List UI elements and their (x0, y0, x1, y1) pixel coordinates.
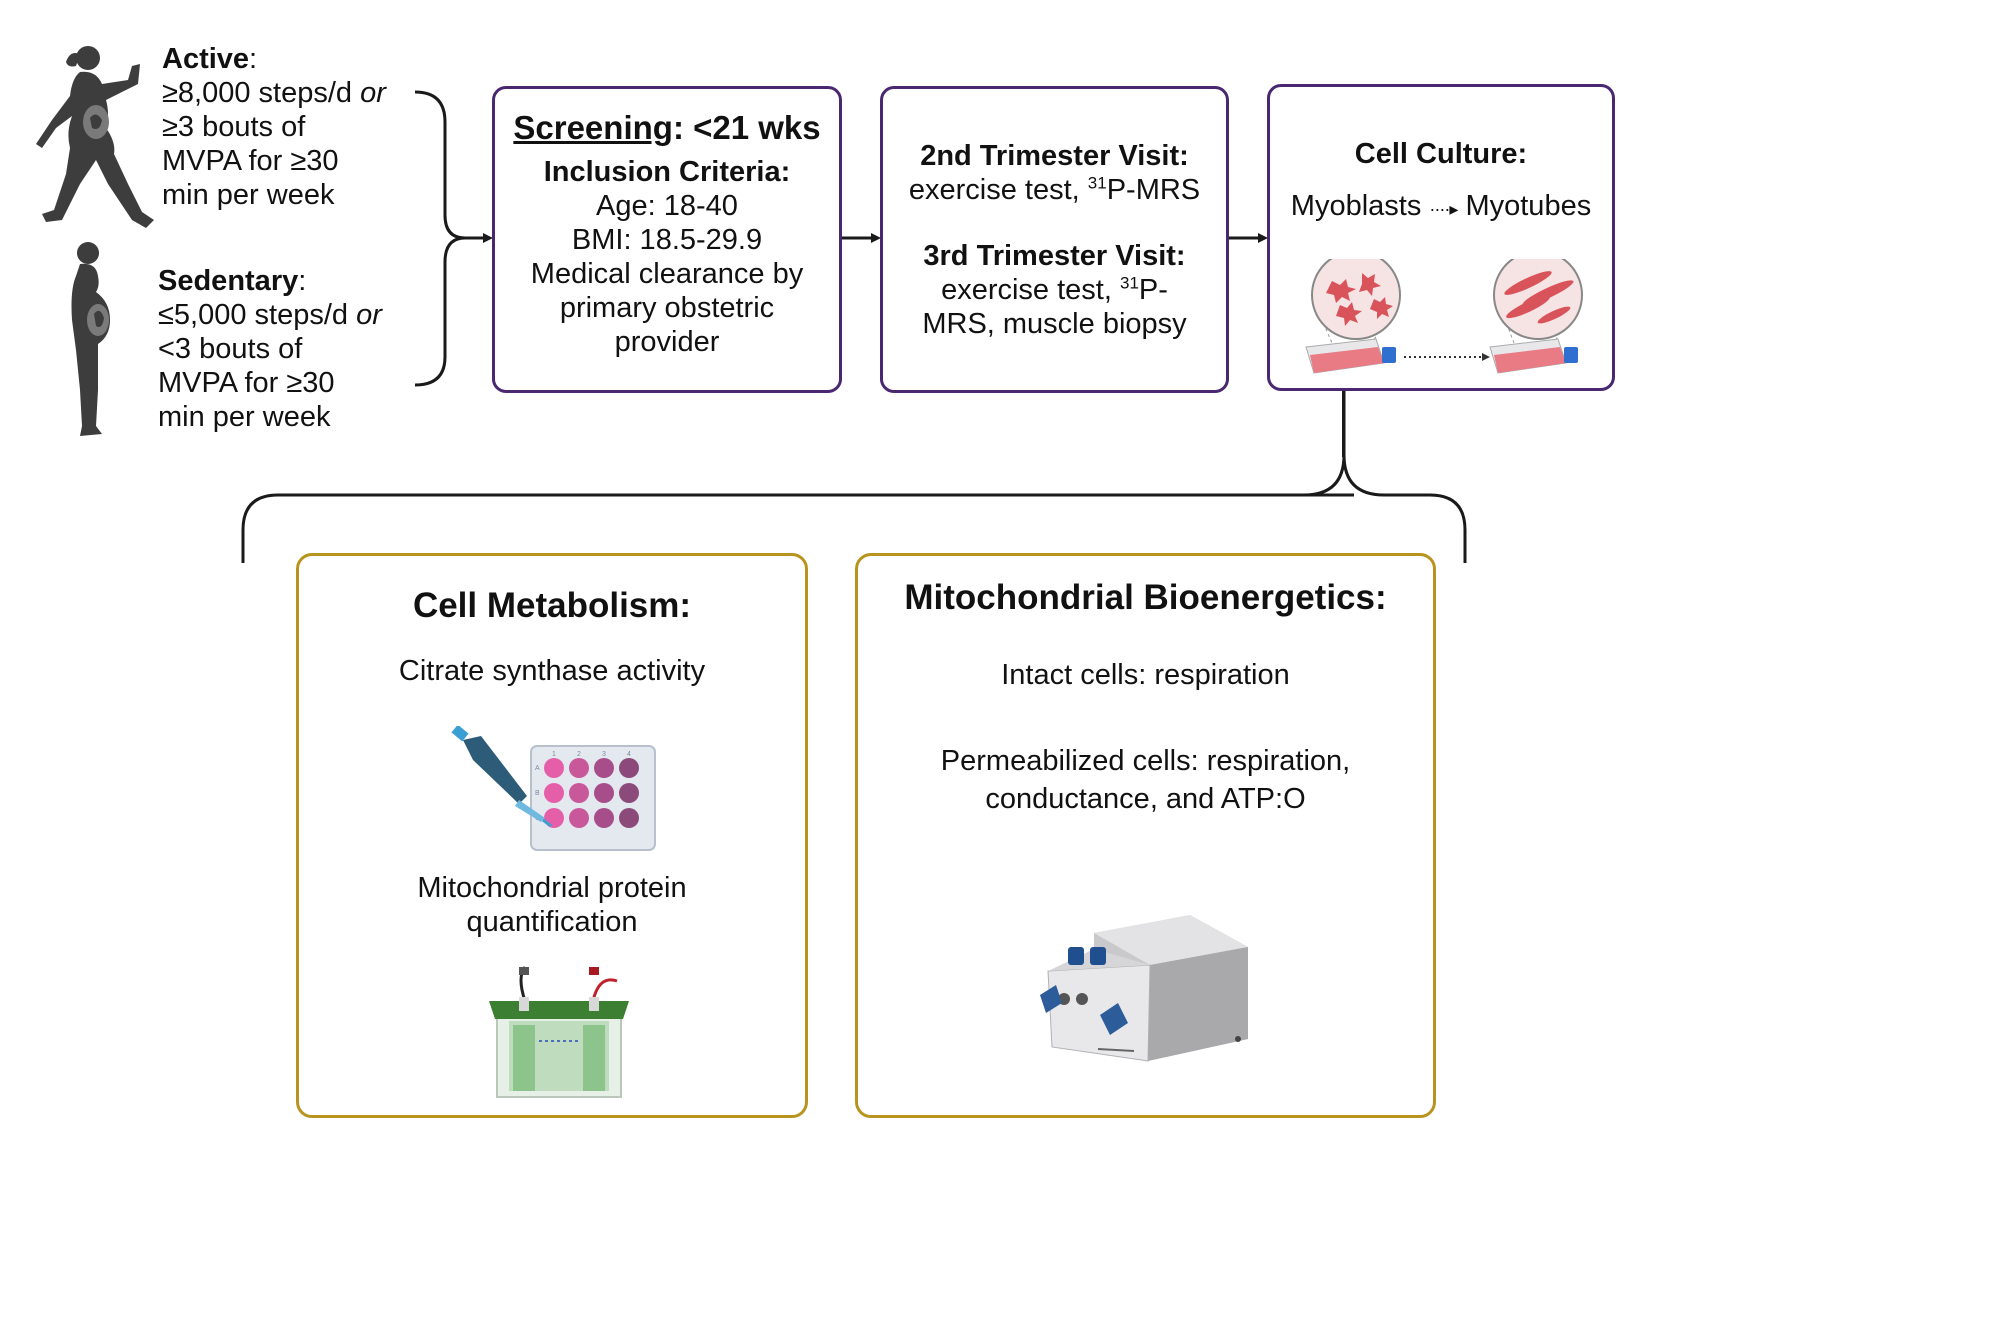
bottom-bracket-right (1342, 454, 1467, 563)
third-trimester-block: 3rd Trimester Visit: exercise test, 31P-… (883, 239, 1226, 341)
third-trimester-text-a: exercise test, (941, 274, 1120, 306)
bottom-bracket (241, 390, 1354, 563)
cell-culture-box: Cell Culture: Myoblasts ····▸ Myotubes (1267, 84, 1615, 391)
plate-col-1: 1 (552, 751, 556, 758)
bioenergetics-title: Mitochondrial Bioenergetics: (904, 578, 1387, 617)
flask-left (1305, 338, 1396, 374)
respirometer-icon (1040, 915, 1248, 1062)
second-trimester-sup: 31 (1087, 173, 1107, 193)
criteria-bmi: BMI: 18.5-29.9 (571, 224, 763, 256)
screening-criteria: Inclusion Criteria: Age: 18-40 BMI: 18.5… (495, 155, 839, 359)
culture-title: Cell Culture: (1354, 138, 1528, 170)
active-group-text: Active: ≥8,000 steps/d or ≥3 bouts of MV… (162, 42, 442, 212)
culture-transition: Myoblasts ····▸ Myotubes (1270, 189, 1612, 226)
culture-down-line (1342, 391, 1345, 457)
metabolism-item2b: quantification (466, 906, 638, 938)
screening-box: Screening: <21 wks Inclusion Criteria: A… (492, 86, 842, 393)
flask-right (1489, 338, 1578, 374)
plate-col-4: 4 (627, 751, 631, 758)
bioenergetics-item2a: Permeabilized cells: respiration, (940, 745, 1351, 777)
active-title: Active (162, 43, 250, 75)
metabolism-item2: Mitochondrial protein quantification (299, 871, 805, 939)
screening-title-rest: : <21 wks (672, 109, 821, 146)
active-steps: ≥8,000 steps/d (162, 77, 353, 109)
metabolism-title: Cell Metabolism: (412, 586, 692, 625)
second-trimester-title: 2nd Trimester Visit: (920, 140, 1189, 172)
sedentary-steps: ≤5,000 steps/d (158, 299, 349, 331)
third-trimester-text-c: MRS, muscle biopsy (922, 308, 1187, 340)
active-or: or (360, 77, 386, 109)
screening-title-underlined: Screening (513, 109, 673, 146)
cell-metabolism-box: Cell Metabolism: Citrate synthase activi… (296, 553, 808, 1118)
bioenergetics-item2: Permeabilized cells: respiration, conduc… (858, 742, 1433, 818)
pipette-plate-icon: 1 2 3 4 A B C (451, 726, 656, 851)
cell-culture-flasks-icon (1305, 259, 1583, 374)
criteria-age: Age: 18-40 (596, 190, 738, 222)
culture-arrow-icon: ····▸ (1429, 199, 1458, 219)
second-trimester-block: 2nd Trimester Visit: exercise test, 31P-… (883, 139, 1226, 207)
bioenergetics-item2b: conductance, and ATP:O (985, 783, 1306, 815)
bioenergetics-item1: Intact cells: respiration (1001, 659, 1290, 691)
sedentary-bouts: <3 bouts of (158, 333, 303, 365)
metabolism-item2a: Mitochondrial protein (417, 872, 687, 904)
active-mvpa: MVPA for ≥30 (162, 145, 339, 177)
plate-col-3: 3 (602, 751, 606, 758)
active-week: min per week (162, 179, 335, 211)
culture-to: Myotubes (1465, 190, 1592, 222)
sedentary-or: or (356, 299, 382, 331)
second-trimester-text-b: P-MRS (1106, 174, 1201, 206)
bioenergetics-box: Mitochondrial Bioenergetics: Intact cell… (855, 553, 1436, 1118)
criteria-line3: provider (614, 326, 720, 358)
sedentary-title: Sedentary (158, 265, 299, 297)
criteria-title: Inclusion Criteria: (543, 156, 791, 188)
culture-from: Myoblasts (1290, 190, 1422, 222)
sedentary-week: min per week (158, 401, 331, 433)
metabolism-item1: Citrate synthase activity (398, 655, 706, 687)
sedentary-mvpa: MVPA for ≥30 (158, 367, 335, 399)
sedentary-group-text: Sedentary: ≤5,000 steps/d or <3 bouts of… (158, 264, 438, 434)
third-trimester-sup: 31 (1119, 273, 1139, 293)
gel-electrophoresis-icon (489, 966, 629, 1098)
second-trimester-text-a: exercise test, (908, 174, 1088, 206)
plate-row-a: A (535, 765, 540, 772)
sedentary-woman-icon (71, 242, 110, 436)
active-bouts: ≥3 bouts of (162, 111, 306, 143)
active-woman-icon (36, 46, 154, 228)
third-trimester-title: 3rd Trimester Visit: (923, 240, 1186, 272)
third-trimester-text-b: P- (1138, 274, 1168, 306)
plate-col-2: 2 (577, 751, 581, 758)
criteria-line1: Medical clearance by (530, 258, 804, 290)
visits-box: 2nd Trimester Visit: exercise test, 31P-… (880, 86, 1229, 393)
screening-title: Screening: <21 wks (495, 109, 839, 147)
criteria-line2: primary obstetric (559, 292, 775, 324)
plate-row-b: B (535, 790, 540, 797)
